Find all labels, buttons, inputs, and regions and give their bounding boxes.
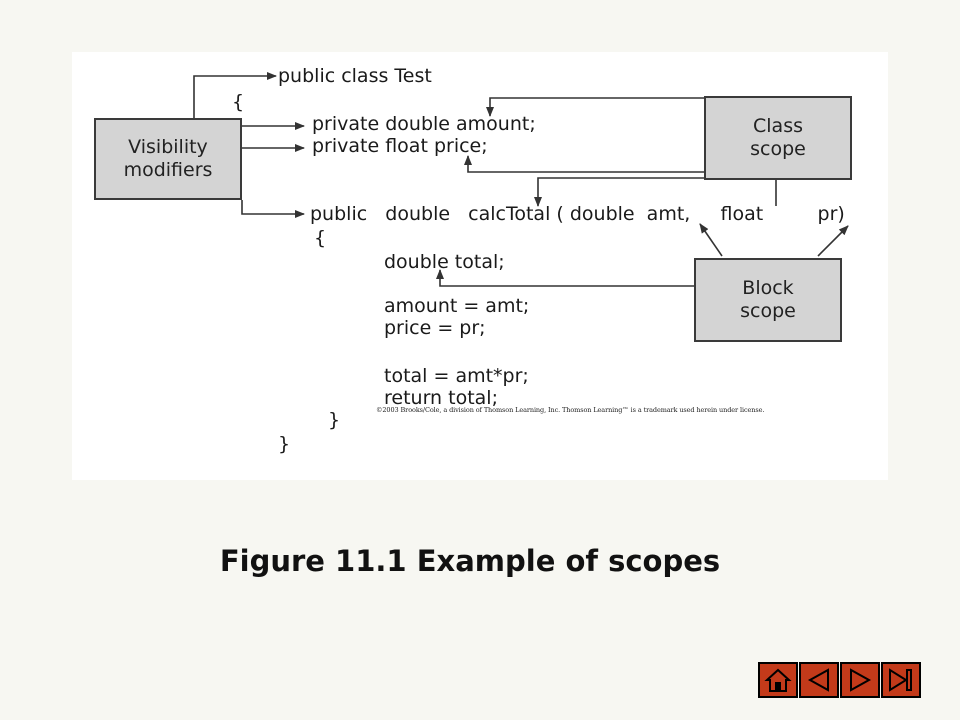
slide-navigation <box>758 662 922 698</box>
box-label-line2: scope <box>740 300 796 322</box>
code-line-amount-assign: amount = amt; <box>384 295 530 317</box>
code-line-method: public double calcTotal ( double amt, fl… <box>310 203 845 225</box>
box-label-line2: scope <box>750 138 806 160</box>
arrow-to-method <box>241 200 305 218</box>
home-icon <box>764 668 792 692</box>
code-line-price: private float price; <box>312 135 488 157</box>
box-label-line1: Visibility <box>128 136 208 158</box>
arrow-to-class-declaration <box>193 72 277 118</box>
diagram-arrows <box>193 72 849 287</box>
visibility-modifiers-box: Visibility modifiers <box>94 118 242 200</box>
arrow-block-to-total <box>436 269 694 287</box>
code-line-amount: private double amount; <box>312 113 536 135</box>
copyright-notice: ©2003 Brooks/Cole, a division of Thomson… <box>376 406 765 414</box>
arrow-block-to-pr <box>817 225 849 257</box>
figure-caption: Figure 11.1 Example of scopes <box>219 544 721 578</box>
end-icon <box>889 668 912 692</box>
code-line-total-assign: total = amt*pr; <box>384 365 529 387</box>
class-scope-box: Class scope <box>704 96 852 180</box>
code-line-method-brace: { <box>314 227 327 249</box>
code-line-return: return total; <box>384 387 498 409</box>
box-label-line2: modifiers <box>123 159 213 181</box>
code-line-price-assign: price = pr; <box>384 317 486 339</box>
box-label-line1: Block <box>742 277 794 299</box>
code-line-double-total: double total; <box>384 251 505 273</box>
box-label-line1: Class <box>753 115 803 137</box>
code-line-class-close: } <box>278 433 291 455</box>
end-button[interactable] <box>881 662 921 698</box>
code-line-method-close: } <box>328 409 341 431</box>
arrow-block-to-amt <box>699 223 723 257</box>
arrow-class-to-method <box>534 177 777 207</box>
arrow-class-to-price <box>464 155 704 173</box>
scope-diagram: public class Test { private double amoun… <box>72 52 888 480</box>
code-line-class: public class Test <box>278 65 432 87</box>
previous-button[interactable] <box>799 662 839 698</box>
code-line-open-brace: { <box>232 91 245 113</box>
arrow-class-to-amount <box>486 97 704 117</box>
home-button[interactable] <box>758 662 798 698</box>
next-button[interactable] <box>840 662 880 698</box>
next-icon <box>850 668 872 692</box>
previous-icon <box>807 668 829 692</box>
block-scope-box: Block scope <box>694 258 842 342</box>
